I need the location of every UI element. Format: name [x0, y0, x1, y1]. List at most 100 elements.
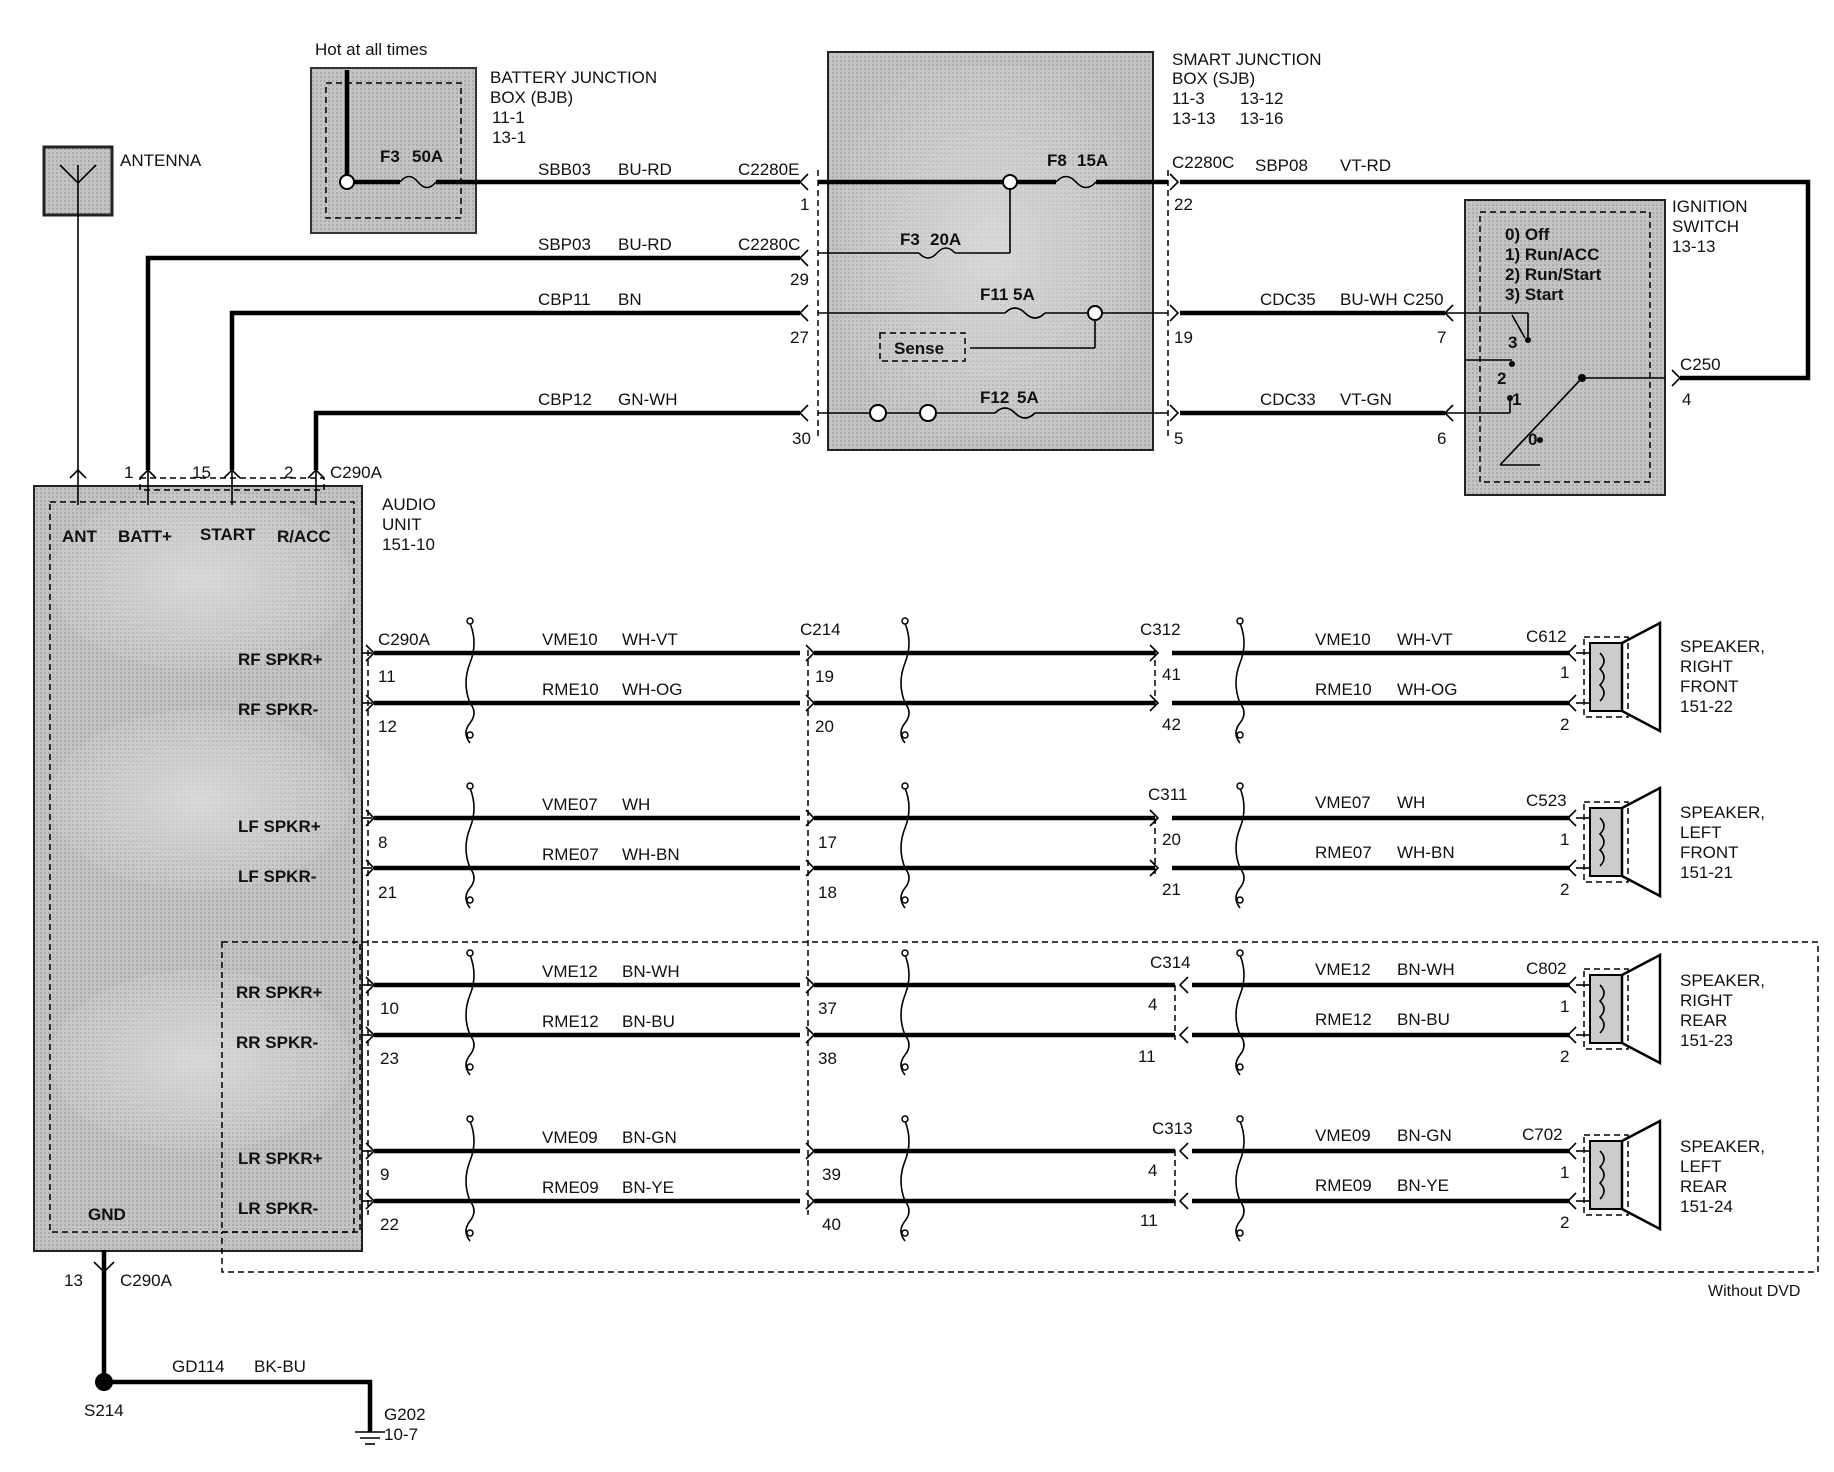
rr-speaker-coil-icon [1598, 984, 1605, 1034]
rr-pin-b2: 38 [818, 1049, 837, 1068]
rr-minus-speaker-pin [1566, 1026, 1577, 1044]
lr-color-2: BN-YE [622, 1178, 674, 1197]
lf-twisted-pair-2 [1235, 787, 1245, 909]
audio-batt-pin-label: BATT+ [118, 527, 172, 546]
lr-twisted-pair-0 [465, 1120, 475, 1242]
rr-twist-cap-bot-0 [466, 1063, 474, 1071]
rr-twisted-pair-0 [465, 954, 475, 1076]
rr-plus-mid-pin [1178, 976, 1189, 994]
lf-pin-d2: 2 [1560, 880, 1569, 899]
lf-pin-b2: 18 [818, 883, 837, 902]
ign-pin-7: 7 [1437, 328, 1446, 347]
lf-pin-a1: 8 [378, 833, 387, 852]
rf-twist-cap-top-0 [466, 617, 474, 625]
audio-racc-pin-label: R/ACC [277, 527, 331, 546]
c290a-speaker-connector: C290A [378, 630, 431, 649]
rr-spkr-minus-label: RR SPKR- [236, 1033, 318, 1052]
antenna-label: ANTENNA [120, 151, 202, 170]
bjb-fuse-rating: 50A [412, 147, 443, 166]
lr-twisted-pair-1 [900, 1120, 910, 1242]
rf-circuit-1: VME10 [542, 630, 598, 649]
cdc35-circuit: CDC35 [1260, 290, 1316, 309]
rr-twist-cap-top-1 [901, 949, 909, 957]
lr-spkr-plus-label: LR SPKR+ [238, 1149, 323, 1168]
lr-color-3: BN-GN [1397, 1126, 1452, 1145]
rf-twisted-pair-2 [1235, 622, 1245, 744]
rr-pin-d1: 1 [1560, 997, 1569, 1016]
lf-twisted-pair-0 [465, 787, 475, 909]
rf-plus-speaker-pin [1566, 644, 1577, 662]
rr-color-2: BN-BU [622, 1012, 675, 1031]
ign-contact-2: 2 [1497, 369, 1506, 388]
splice-s214: S214 [84, 1401, 124, 1420]
rr-minus-c214-pin [805, 1026, 816, 1044]
rf-pin-a1: 11 [378, 667, 396, 686]
ign-pin-6: 6 [1437, 429, 1446, 448]
c2280c-right-connector: C2280C [1172, 153, 1234, 172]
lr-circuit-3: VME09 [1315, 1126, 1371, 1145]
rf-twisted-pair-0 [465, 622, 475, 744]
cbp11-circuit: CBP11 [538, 290, 591, 309]
lf-circuit-4: RME07 [1315, 843, 1372, 862]
lr-circuit-2: RME09 [542, 1178, 599, 1197]
sjb-title-2: BOX (SJB) [1172, 69, 1255, 88]
lr-speaker-coil-icon [1598, 1150, 1605, 1200]
lf-name-3: FRONT [1680, 843, 1739, 862]
lr-speaker-conn-outline [1583, 1134, 1629, 1216]
sjb-f11-label: F11 [980, 285, 1008, 304]
rr-speaker-cone-icon [1620, 952, 1662, 1066]
rf-twist-cap-bot-0 [466, 731, 474, 739]
rr-circuit-2: RME12 [542, 1012, 599, 1031]
rr-color-3: BN-WH [1397, 960, 1455, 979]
rr-circuit-4: RME12 [1315, 1010, 1372, 1029]
bjb-ref-2: 13-1 [492, 128, 526, 147]
smart-junction-box: F8 15A F3 20A F11 5A Sense F12 5A [817, 51, 1169, 451]
rf-circuit-2: RME10 [542, 680, 599, 699]
lf-pin-c1: 20 [1162, 830, 1181, 849]
lf-speaker-icon [1589, 807, 1623, 877]
rr-speaker-icon [1589, 974, 1623, 1044]
antenna-symbol [42, 145, 114, 470]
rf-twist-cap-bot-1 [901, 731, 909, 739]
lr-color-1: BN-GN [622, 1128, 677, 1147]
lf-twist-cap-bot-0 [466, 896, 474, 904]
lr-speaker-cone-icon [1620, 1118, 1662, 1232]
speaker-group-lr: 9 22 VME09 BN-GN RME09 BN-YE 39 40 C313 … [380, 1119, 1765, 1234]
pin-27: 27 [790, 328, 809, 347]
ign-title-2: SWITCH [1672, 217, 1739, 236]
lf-circuit-2: RME07 [542, 845, 599, 864]
sbp03-color: BU-RD [618, 235, 672, 254]
lr-pin-a2: 22 [380, 1215, 399, 1234]
rr-pin-c2: 11 [1138, 1047, 1156, 1066]
sbb03-color: BU-RD [618, 160, 672, 179]
lf-color-1: WH [622, 795, 650, 814]
rf-twist-cap-top-2 [1236, 617, 1244, 625]
rf-pin-b1: 19 [815, 667, 834, 686]
lr-color-4: BN-YE [1397, 1176, 1449, 1195]
lr-pin-d2: 2 [1560, 1213, 1569, 1232]
lf-spkr-minus-label: LF SPKR- [238, 867, 316, 886]
c2280c-left-connector: C2280C [738, 235, 800, 254]
rf-minus-mid-pin [1149, 694, 1160, 712]
gd114-color: BK-BU [254, 1357, 306, 1376]
bjb-title-1: BATTERY JUNCTION [490, 68, 657, 87]
lr-plus-speaker-pin [1566, 1142, 1577, 1160]
bjb-fuse-label: F3 [380, 147, 400, 166]
rr-pin-d2: 2 [1560, 1047, 1569, 1066]
lr-pin-c2: 11 [1140, 1211, 1158, 1230]
audio-ref: 151-10 [382, 535, 435, 554]
rr-plus-c214-pin [805, 976, 816, 994]
ign-contact-0: 0 [1528, 430, 1537, 449]
rr-name-2: RIGHT [1680, 991, 1733, 1010]
speaker-group-rr: 10 23 VME12 BN-WH RME12 BN-BU 37 38 C314… [380, 953, 1765, 1068]
ign-contact-1: 1 [1512, 390, 1521, 409]
lr-pin-b1: 39 [822, 1165, 841, 1184]
rf-color-2: WH-OG [622, 680, 682, 699]
rr-name-1: SPEAKER, [1680, 971, 1765, 990]
rr-color-1: BN-WH [622, 962, 680, 981]
speaker-wiring [221, 617, 1819, 1273]
lf-circuit-3: VME07 [1315, 793, 1371, 812]
rr-speaker-conn-outline [1583, 968, 1629, 1050]
rr-twisted-pair-2 [1235, 954, 1245, 1076]
audio-top-connector: C290A [330, 463, 383, 482]
